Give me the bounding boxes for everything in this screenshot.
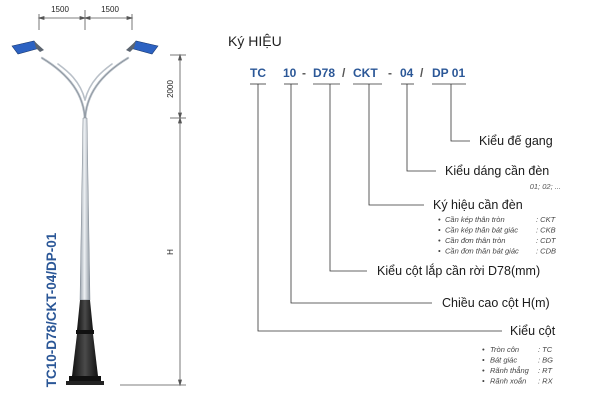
pole-type-code: : RT [538, 366, 553, 375]
arm-type-list: • Cần kép thân tròn : CKT • Cần kép thân bát… [438, 215, 557, 256]
dim-pole-height: H [166, 249, 175, 255]
label-height: Chiều cao cột H(m) [442, 296, 550, 310]
dim-left-arm: 1500 [51, 5, 69, 14]
lamp-head-right [126, 40, 159, 55]
label-arm-joint: Kiểu cột lắp cần rời D78(mm) [377, 263, 540, 278]
height-dimension-lines [120, 53, 186, 387]
code-seg-height: 10 [283, 66, 297, 80]
pole-shaft [79, 117, 91, 301]
pole-type-code: : TC [538, 345, 553, 354]
code-legend: Ký HIỆU TC 10 - D78 / CKT - 04 / DP 01 [228, 33, 561, 386]
code-sep-2: / [342, 66, 346, 80]
product-code-vertical: TC10-D78/CKT-04/DP-01 [44, 232, 59, 387]
arm-outline [41, 57, 129, 121]
pole-type-bullet: • [482, 366, 485, 375]
label-arm-shape: Kiểu dáng cần đèn [445, 164, 549, 178]
code-sep-1: - [302, 66, 306, 80]
pole-type-list: • Tròn côn : TC • Bát giác : BG • Rãnh thẳng : R… [482, 345, 554, 386]
arm-type-code: : CKT [536, 215, 557, 224]
arm-type-code: : CKB [536, 226, 556, 235]
label-arm-symbol: Ký hiệu cần đèn [433, 198, 523, 212]
code-seg-joint: D78 [313, 66, 335, 80]
pole-type-code: : BG [538, 356, 553, 365]
dim-right-arm: 1500 [101, 5, 119, 14]
arm-type-bullet: • [438, 236, 441, 245]
code-row: TC 10 - D78 / CKT - 04 / DP 01 [250, 66, 465, 80]
code-seg-pole-type: TC [250, 66, 266, 80]
cast-iron-base [66, 300, 104, 385]
pole-type-code: : RX [538, 377, 554, 386]
code-seg-base: DP 01 [432, 66, 465, 80]
label-base: Kiểu đế gang [479, 134, 553, 148]
double-arm [40, 56, 130, 122]
pole-type-name: Rãnh xoắn [490, 377, 526, 386]
arm-type-name: Cần kép thân bát giác [445, 226, 518, 235]
arm-type-code: : CDT [536, 236, 557, 245]
pole-type-name: Bát giác [490, 356, 517, 365]
pole-type-bullet: • [482, 356, 485, 365]
arm-type-bullet: • [438, 215, 441, 224]
lamp-head-left [11, 40, 44, 55]
arm-type-code: : CDB [536, 247, 556, 256]
pole-type-bullet: • [482, 345, 485, 354]
arm-type-name: Cần đơn thân bát giác [445, 247, 519, 256]
label-pole-type: Kiểu cột [510, 324, 556, 338]
label-arm-shape-hint: 01; 02; ... [530, 182, 561, 191]
arm-type-name: Cần kép thân tròn [445, 215, 505, 224]
dim-arm-height: 2000 [166, 80, 175, 98]
code-seg-arm-shape: 04 [400, 66, 414, 80]
arm-type-bullet: • [438, 247, 441, 256]
pole-drawing: 1500 1500 2000 H [11, 5, 186, 387]
code-sep-3: - [388, 66, 392, 80]
arm-type-name: Cần đơn thân tròn [445, 236, 505, 245]
leader-lines [257, 84, 502, 332]
code-seg-arm-symbol: CKT [353, 66, 378, 80]
legend-title: Ký HIỆU [228, 33, 282, 49]
code-sep-4: / [420, 66, 424, 80]
pole-type-name: Tròn côn [490, 345, 519, 354]
pole-type-name: Rãnh thẳng [490, 366, 530, 375]
arm-type-bullet: • [438, 226, 441, 235]
pole-type-bullet: • [482, 377, 485, 386]
code-labels: Kiểu đế gang Kiểu dáng cần đèn Ký hiệu c… [377, 134, 556, 338]
top-dimension-lines [37, 10, 134, 30]
